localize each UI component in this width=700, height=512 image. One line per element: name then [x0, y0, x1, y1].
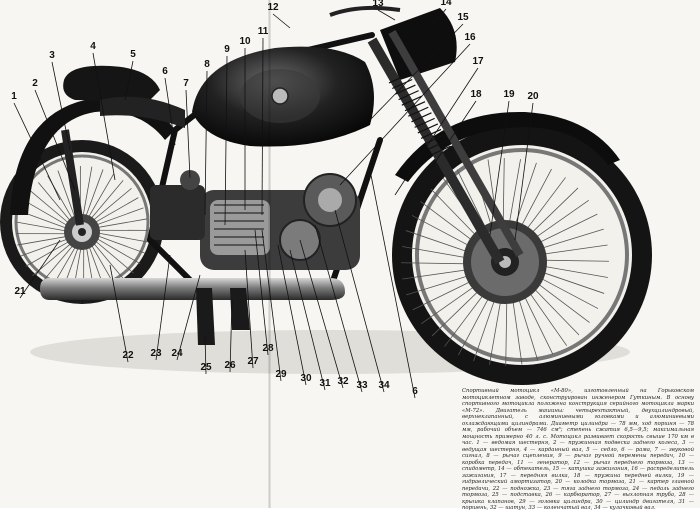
callout-10: 10	[239, 37, 250, 47]
callout-18: 18	[470, 90, 481, 100]
callout-32: 32	[337, 377, 348, 387]
callout-4: 4	[90, 42, 96, 52]
callout-8: 8	[204, 60, 210, 70]
callout-31: 31	[319, 379, 330, 389]
callout-28: 28	[262, 344, 273, 354]
callout-15: 15	[457, 13, 468, 23]
exhaust-pipe	[40, 278, 345, 300]
callout-16: 16	[464, 33, 475, 43]
callout-29: 29	[275, 370, 286, 380]
callout-19: 19	[503, 90, 514, 100]
callout-21: 21	[14, 287, 25, 297]
callout-3: 3	[49, 51, 55, 61]
callout-24: 24	[171, 349, 182, 359]
callout-30: 30	[300, 374, 311, 384]
callout-1: 1	[11, 92, 17, 102]
callout-17: 17	[472, 57, 483, 67]
callout-12: 12	[267, 3, 278, 13]
callout-20: 20	[527, 92, 538, 102]
callout-27: 27	[247, 357, 258, 367]
callout-2: 2	[32, 79, 38, 89]
callout-5: 5	[130, 50, 136, 60]
handlebar	[330, 8, 400, 15]
callout-14: 14	[440, 0, 451, 8]
callout-23: 23	[150, 349, 161, 359]
leader-line-13	[378, 10, 395, 20]
tank-emblem	[272, 88, 288, 104]
callout-9: 9	[224, 45, 230, 55]
leader-line-12	[273, 14, 290, 28]
figure-caption: Спортивный мотоцикл «М-80», изготовленны…	[462, 388, 694, 504]
callout-6b: 6	[412, 387, 418, 397]
front-wheel	[392, 125, 652, 385]
leader-line-7	[186, 90, 190, 178]
page-fold	[268, 0, 271, 508]
stand	[196, 288, 215, 345]
callout-6a: 6	[162, 67, 168, 77]
callout-33: 33	[356, 381, 367, 391]
callout-34: 34	[378, 381, 389, 391]
callout-7: 7	[183, 79, 189, 89]
callout-22: 22	[122, 351, 133, 361]
callout-25: 25	[200, 363, 211, 373]
callout-11: 11	[258, 27, 269, 37]
callout-26: 26	[224, 361, 235, 371]
gearbox	[150, 185, 205, 240]
callout-13: 13	[372, 0, 383, 9]
